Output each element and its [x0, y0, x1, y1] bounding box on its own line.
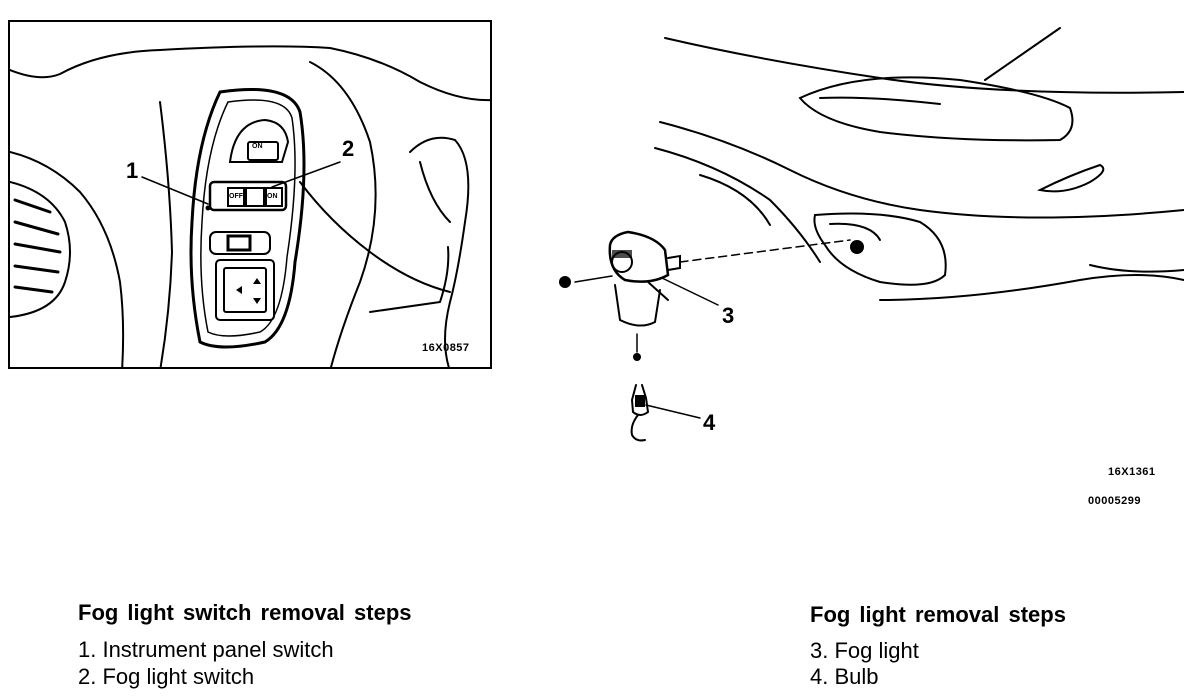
left-figure-code: 16X0857 — [422, 342, 470, 354]
right-figure-code: 16X1361 — [1108, 466, 1156, 478]
fog-switch-on-label: ON — [267, 193, 278, 200]
callout-1: 1 — [126, 158, 139, 183]
callout-4: 4 — [703, 410, 716, 435]
step-item: 3. Fog light — [810, 638, 919, 663]
callout-3: 3 — [722, 303, 735, 328]
step-item: 2. Fog light switch — [78, 664, 255, 689]
instrument-panel-figure: ON OFF ON 1 2 16X0857 — [8, 20, 492, 369]
instrument-panel-illustration — [10, 45, 490, 367]
step-item: 4. Bulb — [810, 664, 879, 689]
step-item: 1. Instrument panel switch — [78, 637, 334, 662]
fog-switch-off-label: OFF — [229, 193, 243, 200]
upper-switch-label: ON — [252, 143, 263, 150]
switch-removal-heading: Fog light switch removal steps — [78, 600, 412, 625]
document-reference-code: 00005299 — [1088, 495, 1141, 507]
callout-2: 2 — [342, 136, 355, 161]
fog-light-removal-heading: Fog light removal steps — [810, 602, 1066, 627]
